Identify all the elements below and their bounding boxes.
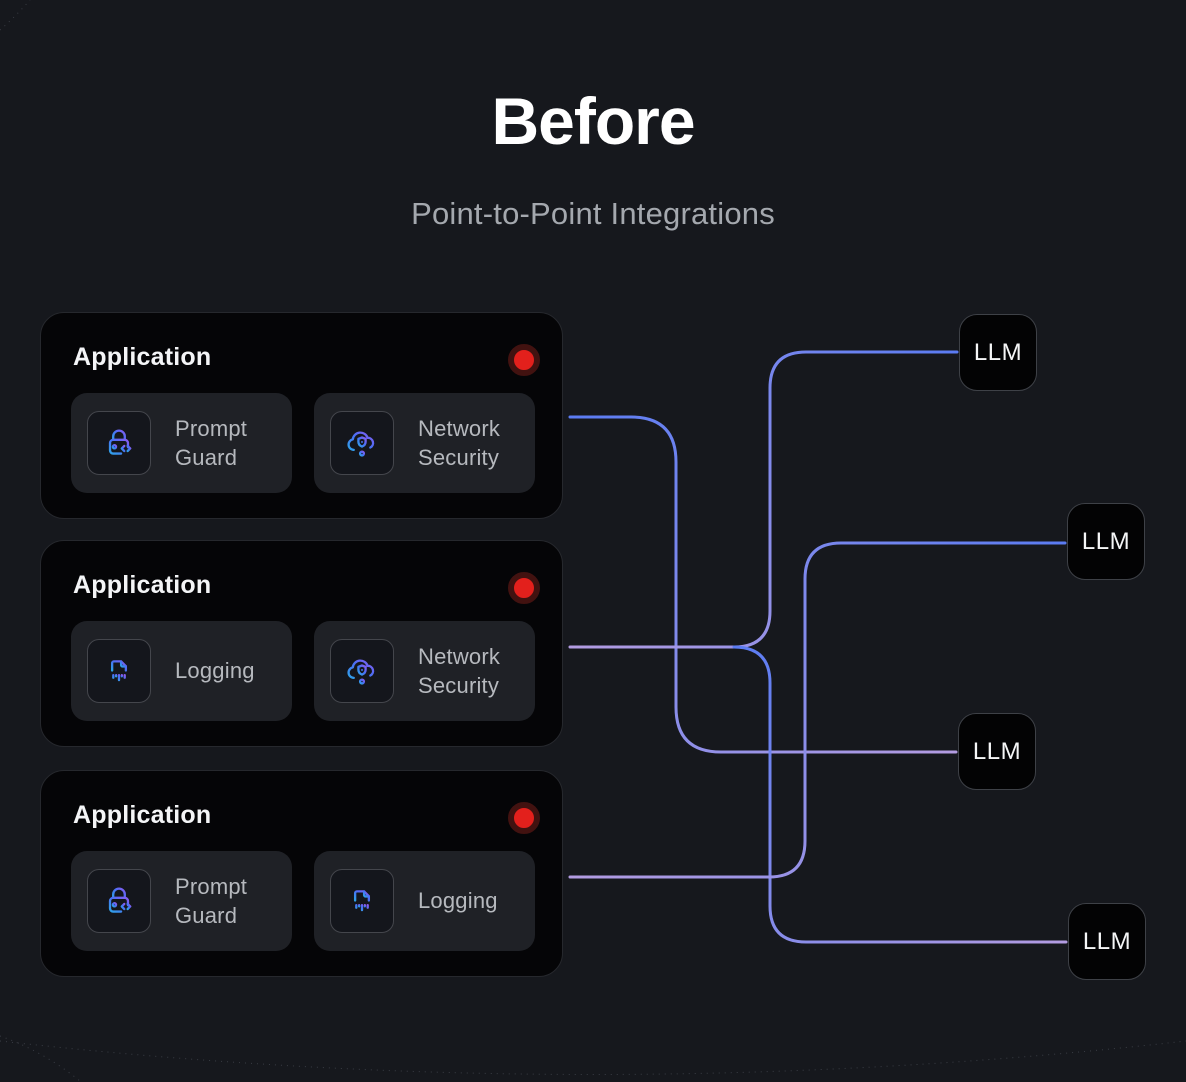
decorative-arc-top-left <box>0 0 31 31</box>
prompt-guard-icon <box>87 411 151 475</box>
service-label: Prompt Guard <box>175 415 248 470</box>
wire-app2-llm4 <box>732 645 1068 944</box>
service-chip-row: Prompt Guard Logging <box>71 851 535 951</box>
status-indicator-icon <box>508 572 540 604</box>
status-indicator-icon <box>508 802 540 834</box>
service-chip-row: Logging Network Security <box>71 621 535 721</box>
llm-label: LLM <box>972 737 1022 765</box>
decorative-arc-bottom-left <box>0 1035 82 1082</box>
page-subtitle: Point-to-Point Integrations <box>411 196 775 231</box>
llm-label: LLM <box>1081 527 1131 555</box>
page-title: Before <box>491 84 695 158</box>
service-chip-logging: Logging <box>314 851 535 951</box>
llm-node-3: LLM <box>958 713 1036 790</box>
logging-icon <box>87 639 151 703</box>
service-chip-row: Prompt Guard Network Security <box>71 393 535 493</box>
llm-label: LLM <box>1082 927 1132 955</box>
application-title: Application <box>73 343 212 371</box>
wire-app1-llm3 <box>568 415 958 754</box>
service-label: Logging <box>175 658 255 684</box>
llm-node-4: LLM <box>1068 903 1146 980</box>
service-label: Logging <box>418 888 498 914</box>
status-indicator-icon <box>508 344 540 376</box>
network-security-icon <box>330 411 394 475</box>
service-chip-network-security: Network Security <box>314 393 535 493</box>
llm-node-1: LLM <box>959 314 1037 391</box>
service-chip-logging: Logging <box>71 621 292 721</box>
service-label: Network Security <box>418 415 501 470</box>
wire-app3-llm2 <box>568 541 1067 879</box>
service-chip-network-security: Network Security <box>314 621 535 721</box>
service-label: Prompt Guard <box>175 873 248 928</box>
logging-icon <box>330 869 394 933</box>
application-card-1: Application Prompt Guard <box>40 312 563 519</box>
application-title: Application <box>73 801 212 829</box>
llm-node-2: LLM <box>1067 503 1145 580</box>
application-card-2: Application Logging <box>40 540 563 747</box>
header: Before Point-to-Point Integrations <box>0 88 1186 232</box>
network-security-icon <box>330 639 394 703</box>
application-title: Application <box>73 571 212 599</box>
service-chip-prompt-guard: Prompt Guard <box>71 393 292 493</box>
prompt-guard-icon <box>87 869 151 933</box>
service-label: Network Security <box>418 643 501 698</box>
wire-app2-llm1 <box>568 350 959 649</box>
service-chip-prompt-guard: Prompt Guard <box>71 851 292 951</box>
llm-label: LLM <box>973 338 1023 366</box>
decorative-arc-bottom <box>0 1040 1186 1075</box>
application-card-3: Application Prompt Guard <box>40 770 563 977</box>
